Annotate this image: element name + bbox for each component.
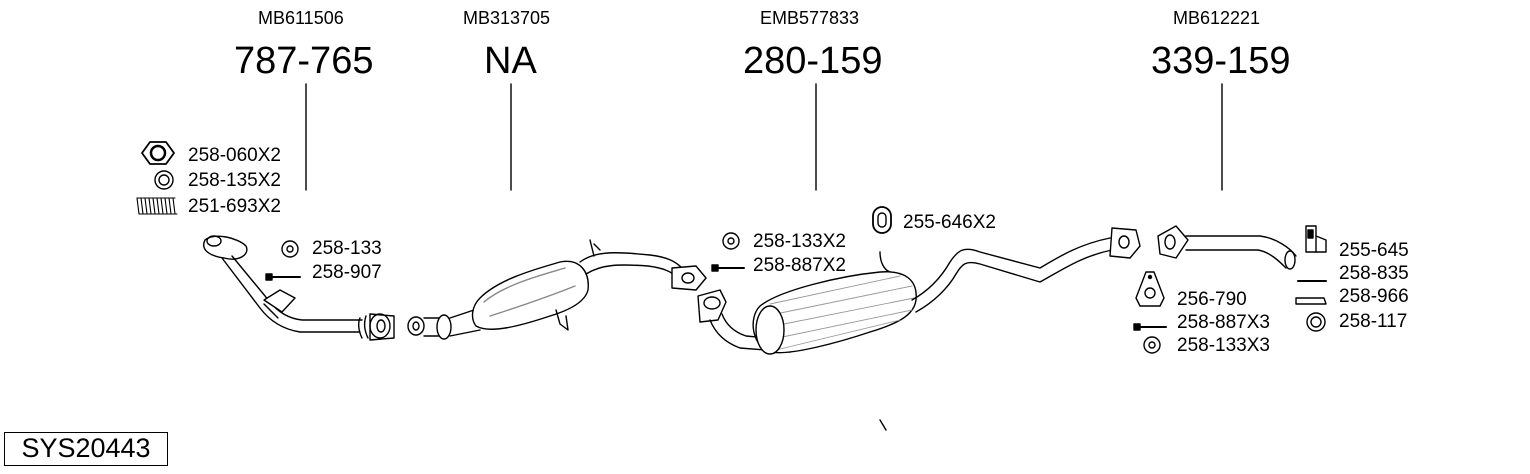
fitting-label-rear-bolt-set: 258-887X3 [1177,312,1270,333]
rear-bolt-set-icon [1133,323,1167,331]
fitting-label-center-gasket: 258-133X2 [753,231,846,252]
system-code-box: SYS20443 [4,432,168,466]
leader-lines [305,83,1223,191]
part-number-middle-silencer: 280-159 [743,40,883,82]
fitting-label-bolt: 258-907 [312,262,382,283]
oem-number-catalyst: MB313705 [463,8,551,28]
flange-gasket-icon [1135,271,1165,307]
rubber-hanger-icon [872,206,892,234]
center-gasket-icon [722,232,740,250]
fitting-label-spring: 251-693X2 [188,196,281,217]
fitting-label-gasket: 258-133 [312,238,382,259]
bracket-icon [1305,225,1327,253]
fitting-label-rear-bolt: 258-835 [1339,263,1409,284]
oem-number-tail-pipe: MB612221 [1173,8,1261,28]
front-gasket-icon [281,240,299,258]
fitting-label-washer: 258-135X2 [188,170,281,191]
part-number-front-pipe: 787-765 [234,40,374,82]
front-pipe-drawing [203,235,395,341]
center-bolt-icon [711,264,745,272]
part-number-tail-pipe: 339-159 [1151,40,1291,82]
fitting-label-center-bolt: 258-887X2 [753,255,846,276]
washer-icon [154,170,174,190]
fitting-label-sleeve: 258-966 [1339,286,1409,307]
fitting-label-bracket: 255-645 [1339,240,1409,261]
oem-number-front-pipe: MB611506 [258,8,344,28]
fitting-label-flange-gasket: 256-790 [1177,289,1247,310]
sleeve-icon [1295,297,1327,305]
part-number-catalyst: NA [484,40,537,82]
fitting-label-nut: 258-060X2 [188,145,281,166]
middle-silencer-drawing [697,227,1141,431]
rear-gasket-set-icon [1143,336,1161,354]
fitting-label-rubber-hanger: 255-646X2 [903,212,996,233]
tail-pipe-drawing [1157,225,1297,270]
hex-nut-icon [141,141,175,165]
fitting-label-ring: 258-117 [1339,311,1408,332]
spring-icon [136,197,178,215]
front-bolt-icon [265,273,301,281]
oem-number-middle-silencer: EMB577833 [760,8,860,28]
fitting-label-rear-gasket-set: 258-133X3 [1177,335,1270,356]
catalyst-drawing [407,239,707,340]
ring-icon [1306,312,1326,332]
